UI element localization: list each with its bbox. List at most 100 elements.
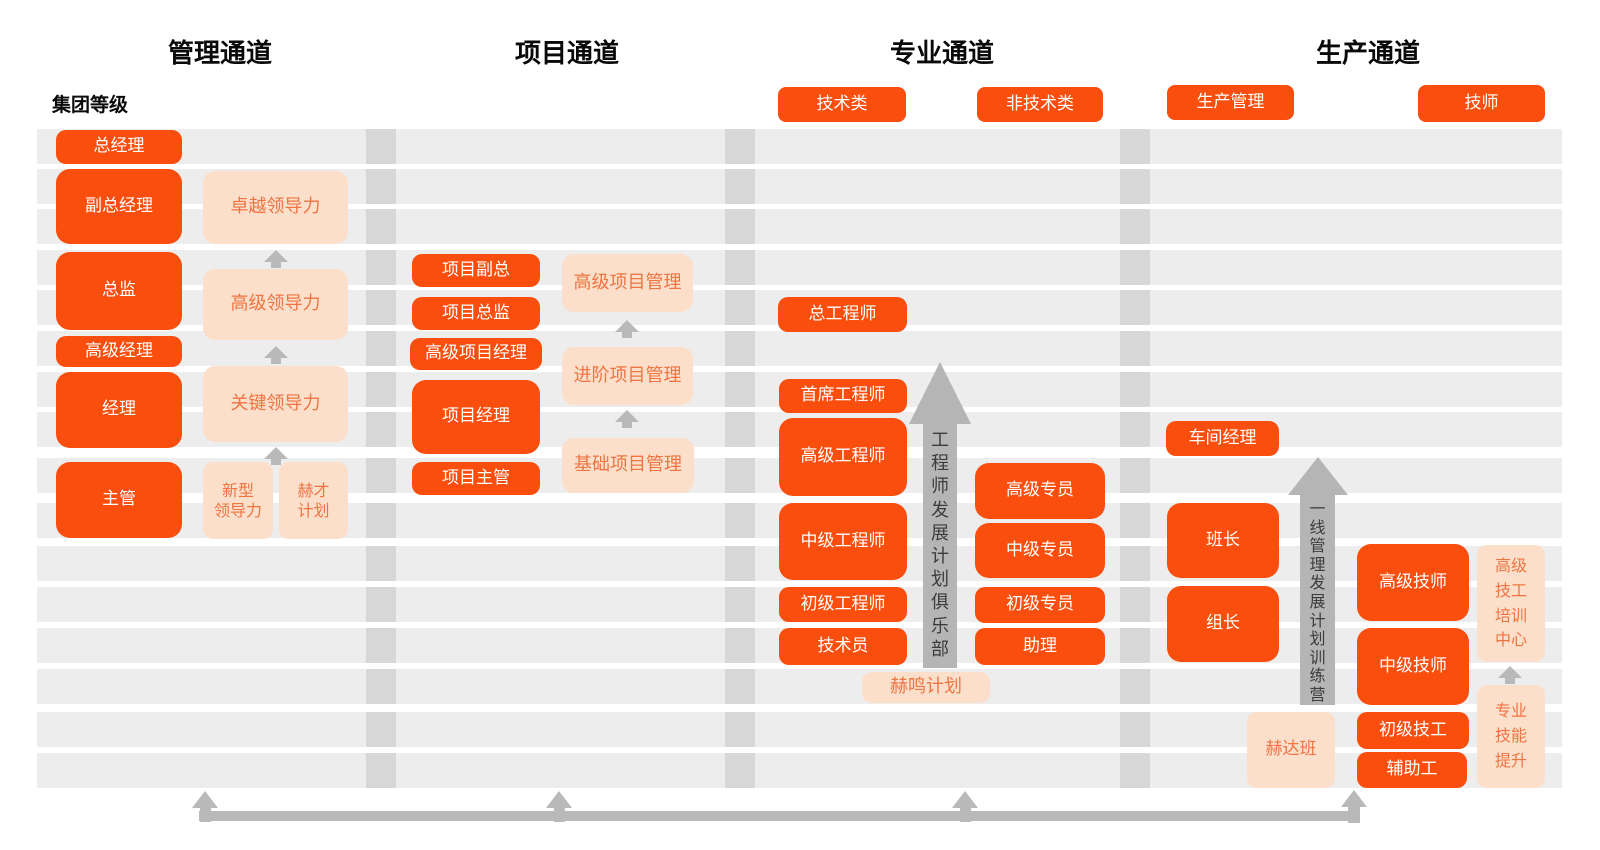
role-project-manager: 项目经理 <box>412 380 540 454</box>
channel-separator-segment <box>725 331 755 366</box>
program-advanced-project-mgmt: 进阶项目管理 <box>562 347 693 405</box>
channel-separator-segment <box>725 169 755 204</box>
role-senior-project-manager: 高级项目经理 <box>410 338 542 370</box>
channel-title-management: 管理通道 <box>167 39 273 69</box>
channel-separator-segment <box>366 503 396 538</box>
role-mid-specialist: 中级专员 <box>975 523 1105 578</box>
role-director: 总监 <box>56 252 182 330</box>
program-new-leadership: 新型 领导力 <box>203 462 273 539</box>
role-mid-engineer: 中级工程师 <box>779 503 907 580</box>
frontline-plan-arrow-shaft <box>1300 494 1335 705</box>
role-technician-staff: 技术员 <box>779 628 907 665</box>
channel-separator-segment <box>725 628 755 663</box>
channel-separator-segment <box>366 669 396 704</box>
role-assistant: 助理 <box>975 628 1105 665</box>
channel-separator-segment <box>366 628 396 663</box>
channel-separator-segment <box>725 250 755 285</box>
channel-separator-segment <box>366 250 396 285</box>
channel-separator-segment <box>366 712 396 747</box>
channel-separator-segment <box>366 331 396 366</box>
program-key-leadership: 关键领导力 <box>203 366 348 442</box>
up-arrow-icon <box>546 791 572 822</box>
channel-separator-segment <box>366 209 396 244</box>
channel-separator-segment <box>725 458 755 493</box>
channel-separator-segment <box>366 169 396 204</box>
role-senior-specialist: 高级专员 <box>975 463 1105 519</box>
channel-title-project: 项目通道 <box>514 39 620 69</box>
role-supervisor: 主管 <box>56 462 182 538</box>
channel-separator-segment <box>1120 753 1150 788</box>
channel-separator-segment <box>725 546 755 581</box>
role-workshop-manager: 车间经理 <box>1166 421 1279 456</box>
header-technician: 技师 <box>1418 85 1545 122</box>
channel-separator-segment <box>1120 587 1150 622</box>
role-mid-technician: 中级技师 <box>1357 628 1469 705</box>
channel-separator-segment <box>1120 372 1150 407</box>
channel-separator-segment <box>1120 712 1150 747</box>
role-senior-technician: 高级技师 <box>1357 544 1469 621</box>
up-arrow-icon <box>1498 666 1522 684</box>
header-production-management: 生产管理 <box>1167 85 1294 120</box>
channel-separator-segment <box>1120 290 1150 325</box>
channel-title-production: 生产通道 <box>1315 39 1421 69</box>
channel-separator-segment <box>366 458 396 493</box>
engineer-plan-arrow-head <box>909 362 971 424</box>
channel-separator-segment <box>725 669 755 704</box>
channel-separator-segment <box>725 129 755 164</box>
channel-separator-segment <box>725 290 755 325</box>
program-skill-upgrade: 专业 技能 提升 <box>1477 685 1545 788</box>
channel-separator-segment <box>366 372 396 407</box>
up-arrow-icon <box>264 447 288 465</box>
up-arrow-icon <box>1341 790 1367 823</box>
channel-separator-segment <box>1120 129 1150 164</box>
role-junior-engineer: 初级工程师 <box>779 587 907 622</box>
channel-separator-segment <box>1120 412 1150 447</box>
channel-separator-segment <box>1120 169 1150 204</box>
role-senior-engineer: 高级工程师 <box>779 418 907 496</box>
program-senior-project-mgmt: 高级项目管理 <box>562 254 693 312</box>
channel-separator-segment <box>1120 209 1150 244</box>
channel-title-professional: 专业通道 <box>889 39 995 69</box>
channel-separator-segment <box>1120 546 1150 581</box>
program-basic-project-mgmt: 基础项目管理 <box>562 438 694 493</box>
role-general-manager: 总经理 <box>56 130 182 164</box>
program-senior-leadership: 高级领导力 <box>203 269 348 340</box>
channel-separator-segment <box>366 412 396 447</box>
up-arrow-icon <box>615 410 639 428</box>
channel-separator-segment <box>1120 331 1150 366</box>
role-group-leader: 组长 <box>1167 586 1279 662</box>
channel-separator-segment <box>725 753 755 788</box>
program-heming-plan: 赫鸣计划 <box>862 672 990 703</box>
channel-separator-segment <box>725 372 755 407</box>
header-technical: 技术类 <box>778 87 906 122</box>
role-deputy-general-manager: 副总经理 <box>56 169 182 244</box>
role-junior-worker: 初级技工 <box>1357 712 1469 749</box>
role-project-director: 项目总监 <box>412 297 540 330</box>
channel-separator-segment <box>1120 458 1150 493</box>
role-project-vp: 项目副总 <box>412 254 540 287</box>
channel-separator-segment <box>366 546 396 581</box>
header-non-technical: 非技术类 <box>977 87 1103 122</box>
role-project-supervisor: 项目主管 <box>412 462 540 495</box>
channel-separator-segment <box>366 753 396 788</box>
channel-separator-segment <box>1120 250 1150 285</box>
frontline-plan-arrow-head <box>1288 457 1348 495</box>
channel-separator-segment <box>366 129 396 164</box>
channel-separator-segment <box>366 290 396 325</box>
up-arrow-icon <box>615 320 639 338</box>
channel-separator-segment <box>725 412 755 447</box>
channel-separator-segment <box>1120 503 1150 538</box>
role-chief-engineer: 总工程师 <box>778 297 907 332</box>
bottom-connector-bar <box>199 811 1360 821</box>
role-principal-engineer: 首席工程师 <box>779 379 907 413</box>
up-arrow-icon <box>952 791 978 822</box>
role-manager: 经理 <box>56 372 182 448</box>
frontline-plan-arrow-label: 一线管理发展计划训练营 <box>1309 499 1326 704</box>
channel-separator-segment <box>1120 628 1150 663</box>
program-excellent-leadership: 卓越领导力 <box>203 171 348 244</box>
program-training-center: 高级 技工 培训 中心 <box>1477 545 1545 662</box>
role-shift-leader: 班长 <box>1167 503 1279 578</box>
engineer-plan-arrow-shaft <box>923 423 957 668</box>
up-arrow-icon <box>264 250 288 268</box>
